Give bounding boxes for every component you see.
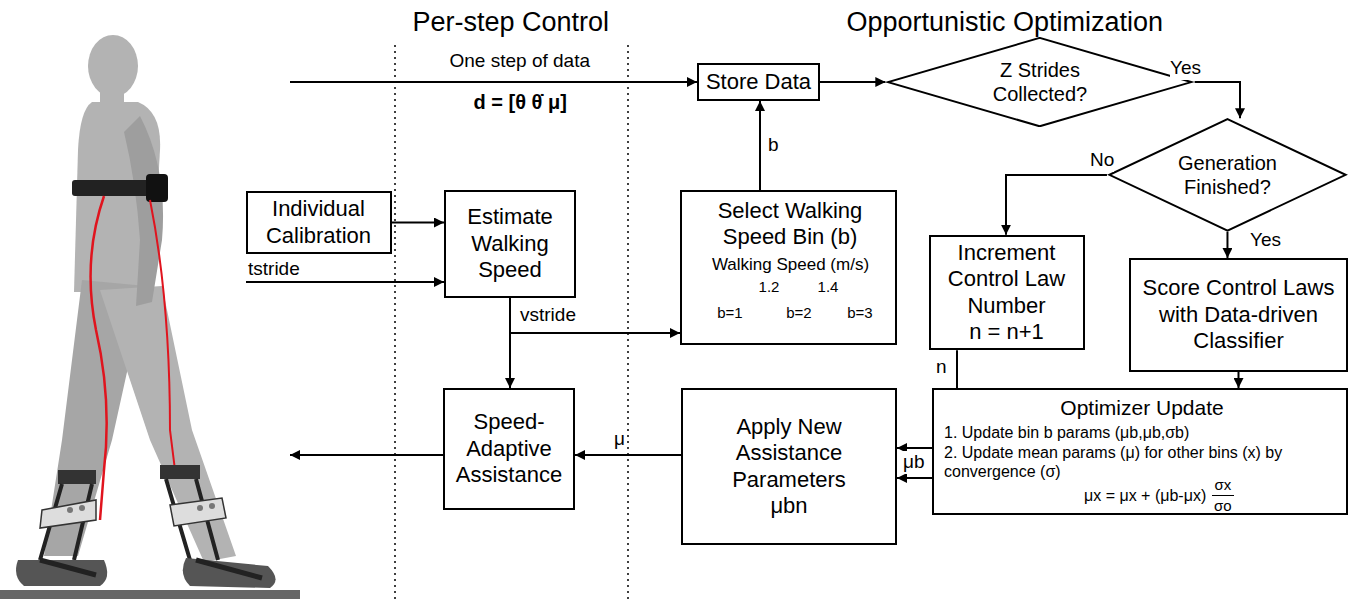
process-box: Store Data	[697, 63, 820, 101]
connector	[510, 298, 680, 333]
connector	[897, 477, 932, 479]
output-arrow	[290, 454, 443, 456]
box-title: Store Data	[706, 69, 811, 95]
box-text: b=3	[835, 304, 885, 322]
edge-label: vstride	[520, 304, 576, 327]
edge-label: No	[1090, 149, 1114, 172]
connector	[759, 101, 761, 190]
section-divider	[627, 45, 629, 599]
walker-figure	[0, 35, 300, 599]
input-arrow	[246, 281, 444, 283]
process-box: Optimizer Update 1. Update bin b params (…	[932, 388, 1348, 515]
connector	[1006, 175, 1107, 235]
process-box: Individual Calibration	[246, 191, 392, 254]
edge-label: Yes	[1170, 57, 1201, 80]
process-box: Speed-Adaptive Assistance	[443, 388, 575, 510]
fraction-bar	[1212, 495, 1234, 496]
signal-vector: d = [θ θ̇ μ]	[474, 90, 567, 114]
box-title: Optimizer Update	[934, 395, 1350, 420]
decision-diamond: Generation Finished?	[1107, 118, 1348, 232]
box-title: Score Control Laws with Data-driven Clas…	[1136, 275, 1341, 354]
process-box: Apply New Assistance Parametersμbn	[681, 388, 897, 545]
box-text: 1. Update bin b params (μb,μb,σb)	[944, 423, 1344, 442]
box-text: 1.4	[813, 278, 843, 296]
diamond-outline	[885, 37, 1194, 127]
connector	[1238, 372, 1240, 388]
box-text: b=1	[705, 304, 755, 322]
edge-label: μ	[614, 428, 625, 451]
box-title: Apply New Assistance Parameters	[689, 414, 889, 493]
connector	[1226, 232, 1228, 258]
section-title: Opportunistic Optimization	[847, 6, 1164, 38]
box-title: Select Walking Speed Bin (b)	[710, 198, 870, 251]
box-title: Individual Calibration	[253, 196, 385, 249]
box-title: Z Strides Collected?	[980, 58, 1100, 106]
box-title: Speed-Adaptive Assistance	[450, 409, 568, 488]
edge-label: μb	[903, 451, 925, 474]
box-title: Increment Control Law Number	[936, 240, 1078, 319]
edge-label: b	[768, 134, 779, 157]
connector	[392, 222, 445, 224]
connector	[575, 454, 681, 456]
process-box: Increment Control Law Numbern = n+1	[929, 235, 1085, 351]
box-text: μx = μx + (μb-μx)	[1084, 486, 1206, 505]
connector	[509, 298, 511, 388]
process-box: Estimate Walking Speed	[444, 190, 576, 298]
diamond-outline	[1107, 118, 1348, 232]
edge-label: Yes	[1250, 229, 1281, 252]
box-text: Walking Speed (m/s)	[682, 255, 899, 275]
process-box: Score Control Laws with Data-driven Clas…	[1129, 258, 1348, 372]
process-box: Select Walking Speed Bin (b) Walking Spee…	[680, 190, 897, 345]
box-title: Generation Finished?	[1167, 151, 1287, 199]
box-text: n = n+1	[969, 319, 1044, 345]
connector	[1195, 82, 1240, 118]
section-divider	[394, 45, 396, 599]
edge-label: n	[936, 356, 947, 379]
signal-label: One step of data	[450, 50, 591, 73]
section-title: Per-step Control	[413, 6, 610, 38]
box-text: 2. Update mean params (μ) for other bins…	[944, 443, 1344, 481]
data-arrow	[290, 81, 697, 83]
decision-diamond: Z Strides Collected?	[885, 37, 1194, 127]
box-text: μbn	[770, 493, 807, 519]
fraction-term: σx	[1215, 476, 1232, 494]
box-title: Estimate Walking Speed	[451, 204, 569, 283]
signal-label: tstride	[248, 258, 300, 281]
box-text: 1.2	[754, 278, 784, 296]
box-text: b=2	[774, 304, 824, 322]
fraction-term: σo	[1214, 497, 1232, 515]
connector	[820, 81, 885, 83]
